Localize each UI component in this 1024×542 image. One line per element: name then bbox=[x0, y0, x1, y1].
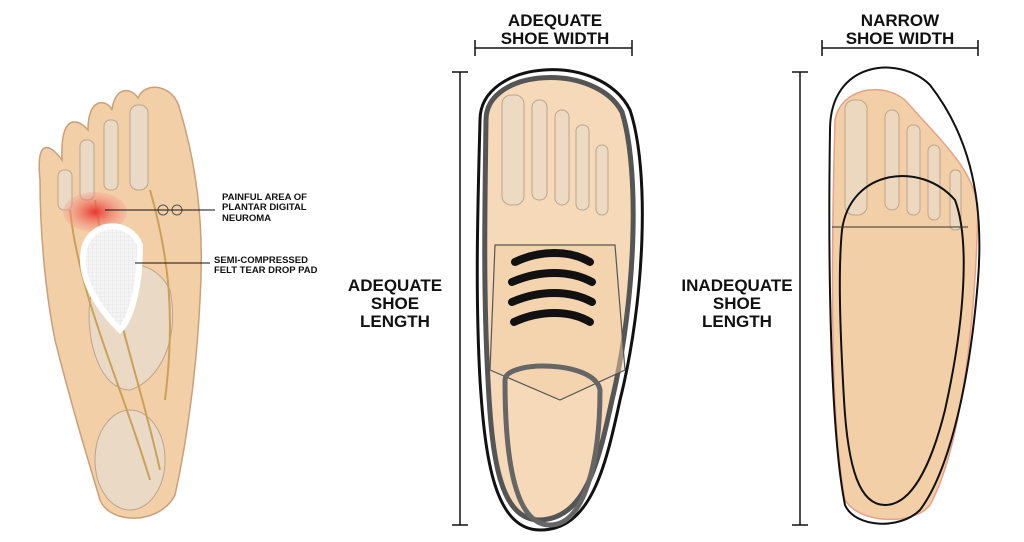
label-line: LENGTH bbox=[702, 311, 772, 331]
label-line: SHOE WIDTH bbox=[845, 28, 955, 48]
pain-area bbox=[63, 192, 127, 232]
callout-felt-pad: SEMI-COMPRESSED FELT TEAR DROP PAD bbox=[214, 255, 318, 277]
label-line: SHOE bbox=[712, 293, 762, 313]
callout-line: PAINFUL AREA OF bbox=[222, 192, 307, 203]
callout-line: SEMI-COMPRESSED bbox=[214, 255, 308, 266]
label-line: NARROW bbox=[860, 11, 940, 30]
narrow-shoe bbox=[792, 40, 981, 526]
label-line: SHOE WIDTH bbox=[500, 28, 610, 48]
narrow-width-label: NARROW SHOE WIDTH bbox=[825, 12, 975, 48]
callout-neuroma: PAINFUL AREA OF PLANTAR DIGITAL NEUROMA bbox=[222, 192, 307, 224]
inadequate-length-label: INADEQUATE SHOE LENGTH bbox=[672, 277, 802, 331]
callout-line: PLANTAR DIGITAL bbox=[222, 202, 307, 214]
label-line: LENGTH bbox=[360, 311, 430, 331]
label-line: ADEQUATE bbox=[347, 276, 443, 295]
felt-pad bbox=[80, 223, 144, 335]
label-line: ADEQUATE bbox=[507, 11, 603, 30]
callout-line: FELT TEAR DROP PAD bbox=[214, 265, 318, 277]
foot-with-pad bbox=[38, 86, 215, 519]
adequate-shoe bbox=[452, 40, 644, 532]
adequate-width-label: ADEQUATE SHOE WIDTH bbox=[480, 12, 630, 48]
callout-line: NEUROMA bbox=[222, 212, 272, 224]
adequate-length-label: ADEQUATE SHOE LENGTH bbox=[330, 277, 460, 331]
label-line: SHOE bbox=[370, 293, 420, 313]
label-line: INADEQUATE bbox=[681, 276, 793, 295]
